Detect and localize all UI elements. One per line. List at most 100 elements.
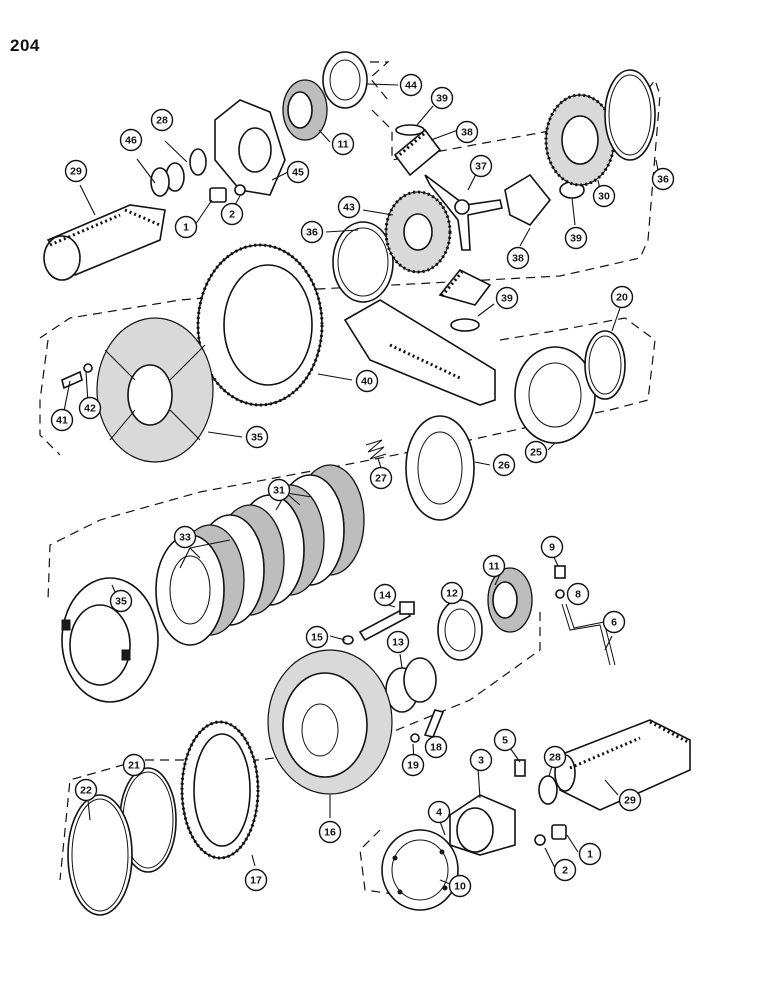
callout-22: 22	[74, 778, 98, 802]
callout-39: 39	[564, 226, 588, 250]
separator-plate-part	[405, 415, 475, 521]
elbow-fitting-part	[514, 759, 526, 777]
bearing-cup-part	[322, 51, 368, 109]
callout-label: 35	[115, 596, 127, 608]
callout-28: 28	[150, 108, 174, 132]
callout-label: 19	[407, 760, 419, 772]
callout-label: 2	[562, 865, 568, 877]
callout-21: 21	[122, 753, 146, 777]
callout-label: 36	[657, 174, 669, 186]
bearing-cup-lower-part	[437, 599, 483, 661]
callout-label: 21	[128, 760, 140, 772]
fitting-tube-part	[554, 565, 616, 666]
splined-shaft-upper-part	[43, 204, 166, 281]
callout-37: 37	[469, 154, 493, 178]
callout-19: 19	[401, 753, 425, 777]
snap-ring-lower-part	[538, 775, 558, 805]
callout-label: 33	[179, 532, 191, 544]
callout-42: 42	[78, 396, 102, 420]
callout-label: 22	[80, 785, 92, 797]
differential-case-upper-part	[96, 317, 214, 463]
callout-26: 26	[492, 453, 516, 477]
callout-label: 17	[250, 875, 262, 887]
callout-label: 11	[488, 561, 499, 573]
thrust-washer-part	[395, 124, 585, 332]
side-gear-upper-part	[544, 93, 616, 187]
pinion-shaft-part	[343, 299, 496, 406]
callout-label: 35	[251, 432, 263, 444]
callout-35: 35	[245, 425, 269, 449]
snap-rings-part	[150, 148, 207, 197]
callout-4: 4	[427, 800, 451, 824]
callout-43: 43	[337, 195, 361, 219]
callout-39: 39	[495, 286, 519, 310]
callout-label: 13	[392, 637, 404, 649]
seal-part	[514, 346, 596, 444]
callout-36: 36	[651, 167, 675, 191]
callout-label: 46	[125, 135, 137, 147]
callout-label: 37	[475, 161, 487, 173]
carrier-flange-part	[214, 99, 286, 196]
callout-label: 14	[379, 590, 391, 602]
callout-label: 11	[337, 139, 348, 151]
callout-label: 41	[56, 415, 68, 427]
callout-label: 45	[292, 167, 304, 179]
callout-41: 41	[50, 408, 74, 432]
callout-label: 3	[478, 755, 484, 767]
callout-9: 9	[540, 535, 564, 559]
callout-label: 28	[549, 752, 561, 764]
callout-39: 39	[430, 86, 454, 110]
callout-label: 5	[502, 735, 508, 747]
callout-label: 38	[512, 253, 524, 265]
piston-housing-part	[267, 649, 393, 795]
callout-46: 46	[119, 128, 143, 152]
callout-label: 27	[375, 473, 387, 485]
callout-label: 29	[70, 166, 82, 178]
callout-label: 8	[575, 589, 581, 601]
callout-11: 11	[482, 554, 506, 578]
boundary-middle-group	[39, 317, 656, 601]
callout-label: 25	[530, 447, 542, 459]
spider-cross-part	[424, 174, 503, 251]
callout-label: 1	[183, 222, 189, 234]
callout-10: 10	[448, 874, 472, 898]
callout-13: 13	[386, 630, 410, 654]
callout-label: 36	[306, 227, 318, 239]
callout-15: 15	[305, 625, 329, 649]
callout-12: 12	[440, 581, 464, 605]
callout-8: 8	[566, 582, 590, 606]
callout-label: 40	[361, 376, 373, 388]
callout-25: 25	[524, 440, 548, 464]
callout-29: 29	[64, 159, 88, 183]
callout-label: 39	[436, 93, 448, 105]
callout-38: 38	[506, 246, 530, 270]
callout-label: 1	[587, 849, 593, 861]
callout-11: 11	[331, 132, 355, 156]
sealing-rings-part	[385, 657, 437, 713]
side-gear-lower-part	[384, 190, 452, 274]
callout-2: 2	[553, 858, 577, 882]
clutch-housing-part	[61, 577, 159, 703]
callout-label: 10	[454, 881, 466, 893]
housing-capscrew-part	[410, 709, 445, 743]
callout-28: 28	[543, 745, 567, 769]
callout-label: 28	[156, 115, 168, 127]
callout-label: 15	[311, 632, 323, 644]
callout-label: 44	[405, 80, 417, 92]
callout-label: 20	[616, 292, 628, 304]
bolt-washer-part	[209, 184, 246, 203]
callout-33: 33	[173, 525, 197, 549]
callout-label: 43	[343, 202, 355, 214]
clutch-disc-stack-part	[155, 464, 365, 646]
callout-5: 5	[493, 728, 517, 752]
retainer-flange-part	[449, 794, 516, 856]
callout-3: 3	[469, 748, 493, 772]
callout-label: 39	[501, 293, 513, 305]
callout-44: 44	[399, 73, 423, 97]
callout-35: 35	[109, 589, 133, 613]
callout-18: 18	[424, 735, 448, 759]
ring-gear-part	[196, 243, 324, 407]
bolt-washer-lower-part	[534, 824, 567, 846]
internal-ring-gear-part	[180, 720, 260, 860]
